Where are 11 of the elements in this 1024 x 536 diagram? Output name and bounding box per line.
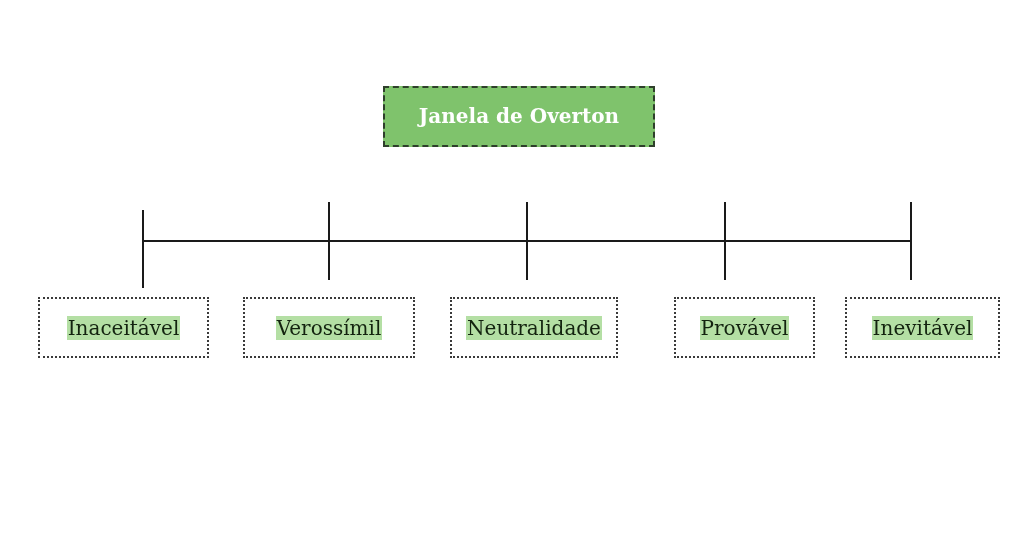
highlighted-label: Inaceitável xyxy=(66,315,181,340)
highlighted-label: Inevitável xyxy=(871,315,974,340)
stage-frame xyxy=(450,297,618,358)
highlighted-label: Verossímil xyxy=(275,315,383,340)
highlighted-label: Provável xyxy=(699,315,790,340)
title-banner: Janela de Overton xyxy=(383,86,655,147)
stage-frame xyxy=(38,297,209,358)
stage-frame xyxy=(674,297,815,358)
stage-frame xyxy=(243,297,415,358)
stage-frame xyxy=(845,297,1000,358)
highlighted-label: Neutralidade xyxy=(466,315,602,340)
